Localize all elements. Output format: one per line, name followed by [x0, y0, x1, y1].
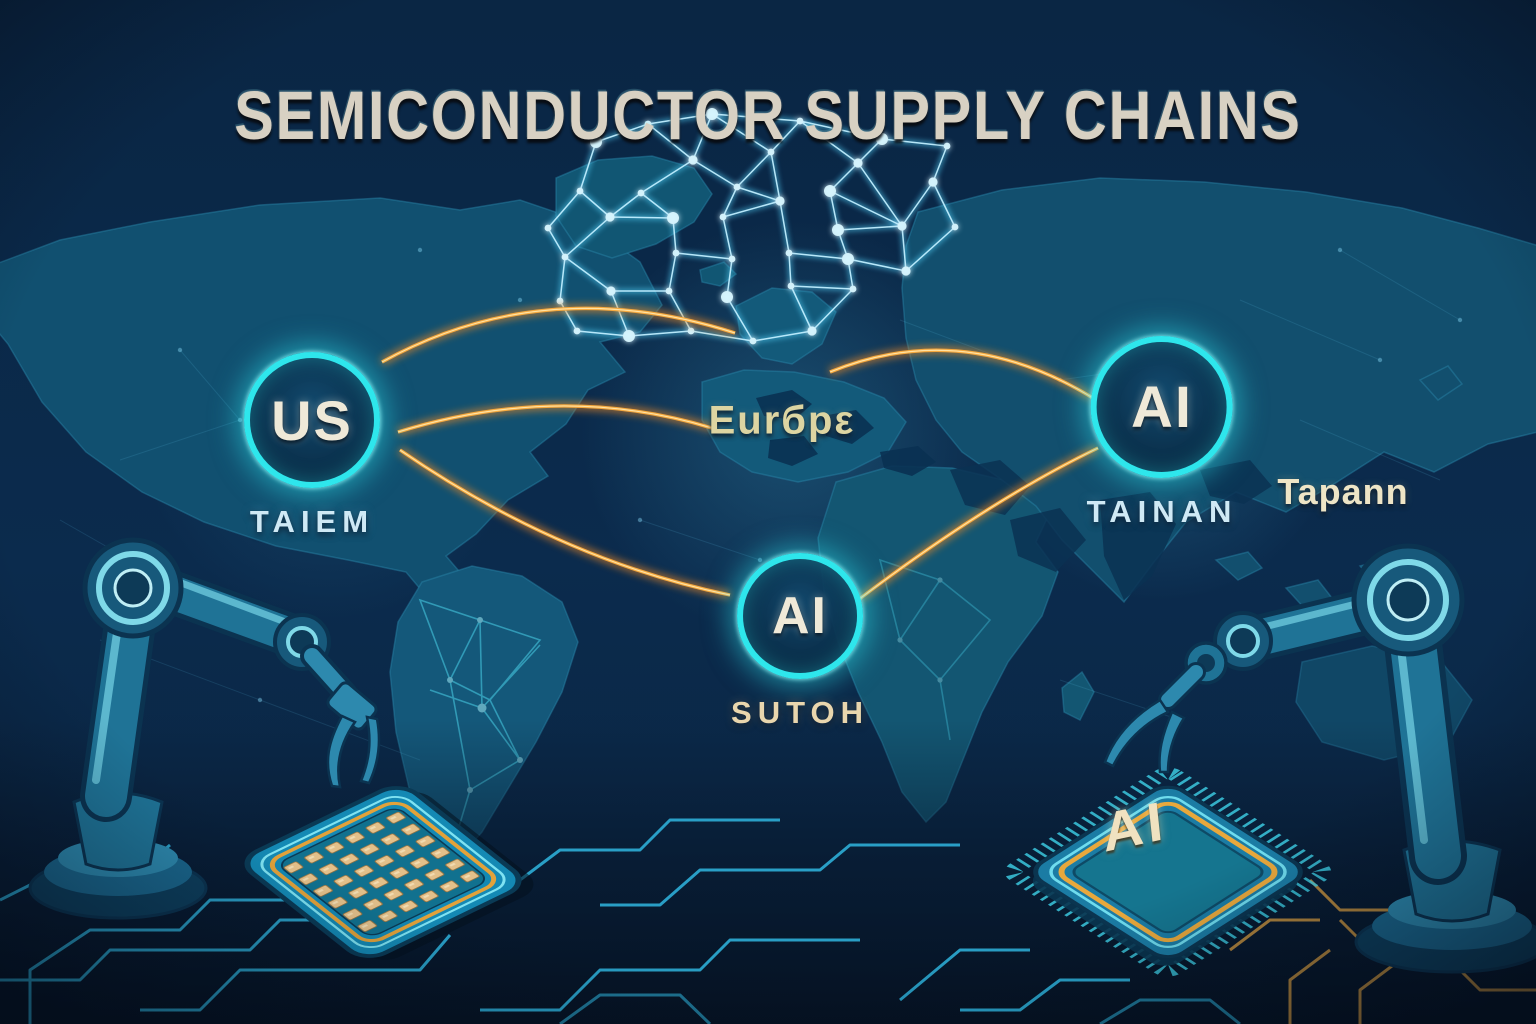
node-tainan-circle: AI [1090, 336, 1233, 478]
page-title: SEMICONDUCTOR SUPPLY CHAINS [234, 77, 1302, 155]
node-tainan-sublabel: TAINAN [1086, 494, 1238, 529]
region-label-europe: Eurбpε [708, 398, 856, 443]
region-label-taiwan: Tapann [1277, 471, 1409, 512]
node-sutoh-code: AI [771, 587, 828, 645]
node-sutoh-circle: AI [736, 553, 863, 679]
node-us-circle: US [244, 352, 380, 488]
node-sutoh-sublabel: SUTOH [731, 695, 869, 730]
node-tainan-code: AI [1130, 374, 1193, 440]
node-us-code: US [271, 388, 353, 452]
node-us: US TAIEM [244, 352, 380, 540]
ai-chip-label: AI [1099, 789, 1170, 865]
node-sutoh: AI SUTOH [731, 553, 869, 731]
node-tainan: AI TAINAN [1087, 336, 1238, 530]
node-us-sublabel: TAIEM [249, 504, 375, 539]
